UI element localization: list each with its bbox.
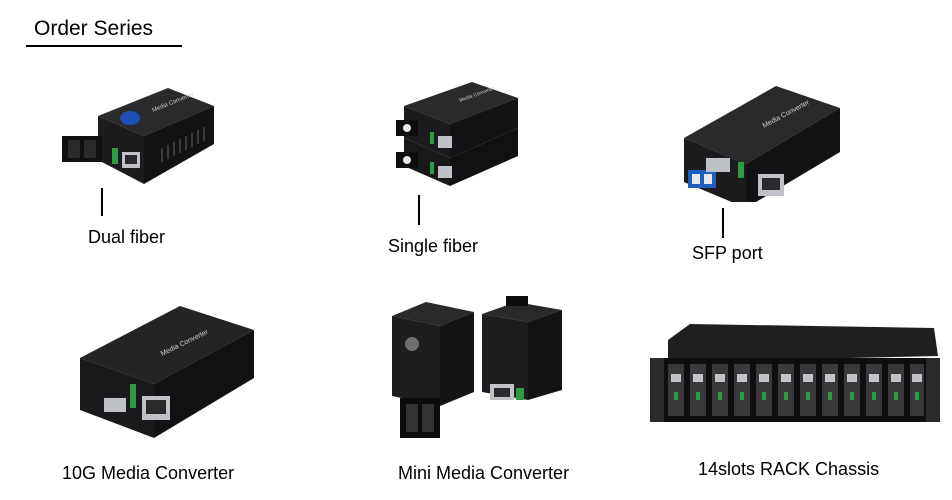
product-rack-image: [650, 322, 942, 428]
mini-media-converter-pair-icon: [392, 296, 562, 438]
caption-dual-fiber: Dual fiber: [88, 227, 166, 247]
product-sfp-image: Media Converter: [680, 82, 844, 202]
product-single-fiber-image: Media Converter: [392, 80, 532, 188]
media-converter-10g-icon: Media Converter: [80, 306, 254, 438]
title-underline: [26, 45, 182, 47]
media-converter-single-fiber-pair-icon: Media Converter: [396, 82, 518, 186]
caption-single-fiber: Single fiber: [388, 236, 479, 256]
caption-10g-media-converter: 10G Media Converter: [62, 463, 235, 483]
caption-mini-media-converter: Mini Media Converter: [398, 463, 570, 483]
rack-chassis-14-slots-icon: [650, 324, 940, 422]
caption-sfp-port: SFP port: [692, 243, 763, 263]
product-10g-image: Media Converter: [76, 304, 258, 444]
product-mini-image: [386, 296, 570, 446]
caption-rack-chassis: 14slots RACK Chassis: [698, 459, 880, 479]
pointer-line-single-fiber: [418, 195, 420, 225]
media-converter-sfp-icon: Media Converter: [684, 86, 840, 202]
page-title: Order Series: [34, 17, 154, 40]
pointer-line-sfp-port: [722, 208, 724, 238]
media-converter-dual-fiber-icon: Media Converter: [62, 88, 214, 184]
product-dual-fiber-image: Media Converter: [58, 84, 218, 196]
pointer-line-dual-fiber: [101, 188, 103, 216]
